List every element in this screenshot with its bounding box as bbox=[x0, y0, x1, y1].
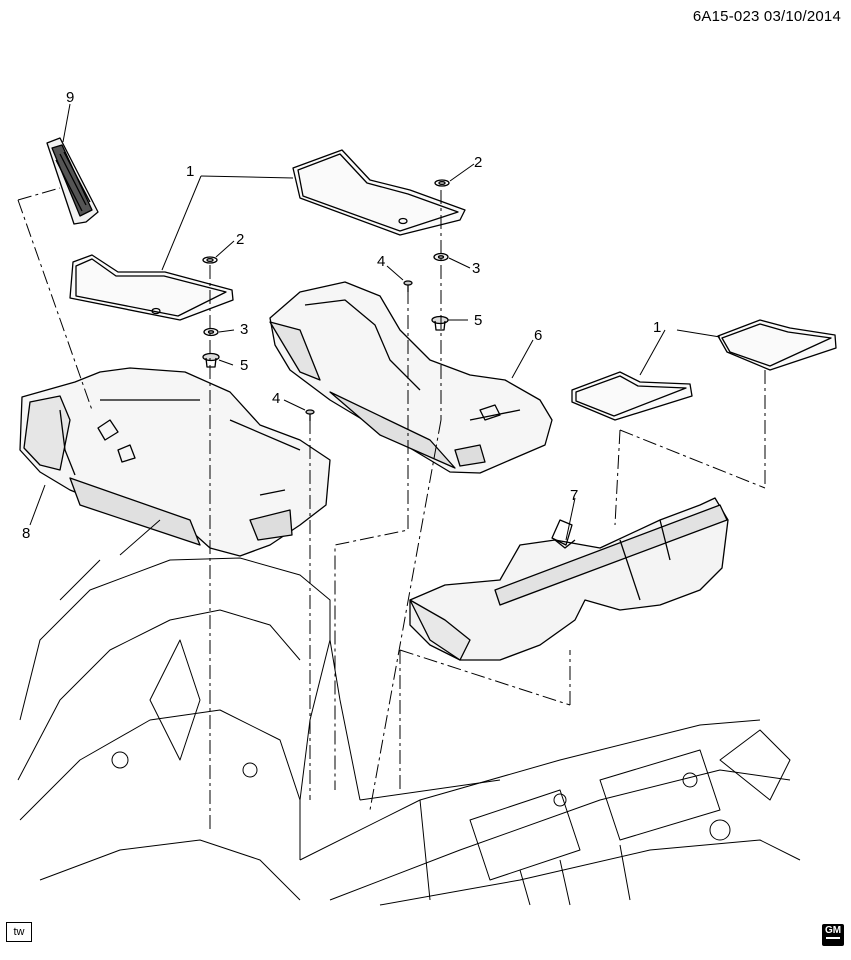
part-2-clip-right bbox=[434, 179, 450, 187]
callout-2-right: 2 bbox=[474, 154, 482, 171]
part-8-carpet-front-left bbox=[19, 367, 331, 557]
callout-3-right: 3 bbox=[472, 260, 480, 277]
gm-logo-underline bbox=[826, 937, 840, 939]
callout-leaders bbox=[29, 103, 721, 541]
part-5-retainer-right bbox=[431, 315, 449, 331]
callout-8: 8 bbox=[22, 525, 30, 542]
gm-logo-text: GM bbox=[824, 925, 842, 936]
part-9-pedal-pad bbox=[46, 137, 99, 225]
callout-4-left: 4 bbox=[272, 390, 280, 407]
callout-labels: 1 1 2 2 3 3 4 4 5 5 6 7 8 9 bbox=[22, 89, 661, 542]
alignment-lines bbox=[17, 187, 766, 830]
diagram-header: 6A15-023 03/10/2014 bbox=[693, 8, 841, 25]
callout-3: 3 bbox=[240, 321, 248, 338]
callout-2: 2 bbox=[236, 231, 244, 248]
diagram-date: 03/10/2014 bbox=[763, 8, 841, 25]
part-1-mat-front-left bbox=[69, 254, 234, 321]
vehicle-body-underbody bbox=[17, 519, 801, 906]
callout-7: 7 bbox=[570, 487, 578, 504]
part-2-clip-left bbox=[202, 256, 218, 264]
part-1-mat-front-right bbox=[292, 149, 466, 236]
part-3-washer-left bbox=[203, 327, 219, 337]
part-6-carpet-front-right bbox=[269, 281, 553, 474]
part-5-retainer-left bbox=[202, 352, 220, 368]
callout-5: 5 bbox=[240, 357, 248, 374]
callout-4: 4 bbox=[377, 253, 385, 270]
callout-6: 6 bbox=[534, 327, 542, 344]
part-1-mat-rear-left bbox=[571, 371, 693, 421]
callout-5-right: 5 bbox=[474, 312, 482, 329]
callout-1: 1 bbox=[186, 163, 194, 180]
callout-1-rear: 1 bbox=[653, 319, 661, 336]
part-4-screw-left bbox=[305, 409, 315, 421]
part-1-mat-rear-right bbox=[717, 319, 837, 371]
diagram-id: 6A15-023 bbox=[692, 8, 760, 25]
part-7-carpet-rear bbox=[409, 497, 729, 661]
gm-logo-icon: GM bbox=[822, 924, 844, 946]
tw-label: tw bbox=[6, 922, 32, 942]
callout-9: 9 bbox=[66, 89, 74, 106]
